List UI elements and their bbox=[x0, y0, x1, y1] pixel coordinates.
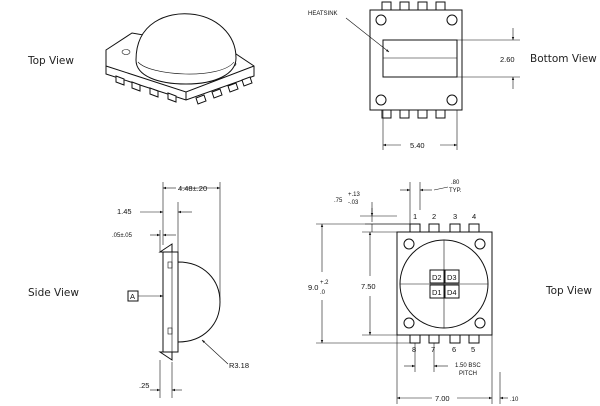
dim-pitch: 1.50 BSC bbox=[455, 363, 481, 369]
dim-top-075: .75 bbox=[334, 198, 343, 204]
bottom-view: Bottom View HEATSINK 2.60 bbox=[308, 1, 597, 150]
diode-label: D3 bbox=[447, 273, 457, 282]
dim-side-25: .25 bbox=[139, 381, 149, 390]
dim-side-05: .05±.05 bbox=[112, 233, 133, 239]
side-view-board bbox=[162, 251, 179, 353]
top-view-2-label: Top View bbox=[545, 285, 592, 297]
iso-dome-rim bbox=[137, 61, 235, 75]
dim-top-075-tol-minus: -.03 bbox=[348, 200, 359, 206]
side-view-pin-top bbox=[158, 243, 173, 253]
top-view-label: Top View bbox=[27, 55, 74, 67]
dim-top-height: 9.0 bbox=[308, 283, 318, 292]
dim-top-height-tol-minus: .0 bbox=[320, 290, 326, 296]
dim-side-overall: 4.48±.20 bbox=[178, 184, 207, 193]
iso-dome bbox=[135, 13, 237, 85]
iso-pins-left bbox=[115, 75, 177, 103]
dim-bottom-height: 2.60 bbox=[500, 55, 515, 64]
pin-number: 2 bbox=[432, 212, 436, 221]
diode-d4 bbox=[444, 284, 460, 299]
heatsink-pad bbox=[382, 39, 458, 78]
dim-bottom-width: 5.40 bbox=[410, 141, 425, 150]
plan-top-view: Top View 1 2 3 4 8 7 6 5 bbox=[308, 180, 592, 404]
bottom-view-label: Bottom View bbox=[530, 53, 597, 65]
pin-number: 1 bbox=[413, 212, 417, 221]
bottom-view-body bbox=[369, 9, 463, 111]
heatsink-callout: HEATSINK bbox=[308, 11, 338, 17]
diode-d2 bbox=[429, 269, 445, 284]
diode-d3 bbox=[444, 269, 460, 284]
diode-label: D1 bbox=[432, 288, 442, 297]
plan-hole bbox=[403, 317, 415, 329]
side-view: Side View A 4.48±.20 1.45 .05±.05 R3.18 bbox=[28, 182, 249, 398]
bottom-view-hole bbox=[446, 14, 458, 26]
plan-hole bbox=[474, 238, 486, 250]
dim-pitch-note: PITCH bbox=[459, 371, 477, 377]
heatsink-leader bbox=[345, 17, 390, 53]
pin-number: 4 bbox=[472, 212, 476, 221]
bottom-view-hole bbox=[446, 94, 458, 106]
dim-top-750: 7.50 bbox=[361, 282, 376, 291]
diode-label: D2 bbox=[432, 273, 442, 282]
dim-top-010: .10 bbox=[510, 397, 519, 403]
dim-side-radius: R3.18 bbox=[229, 361, 249, 370]
side-view-label: Side View bbox=[28, 287, 79, 299]
dim-top-width: 7.00 bbox=[435, 394, 450, 403]
dim-side-145: 1.45 bbox=[117, 207, 132, 216]
iso-hole bbox=[121, 49, 131, 55]
pin-number: 5 bbox=[471, 345, 475, 354]
bottom-view-hole bbox=[375, 94, 387, 106]
pin-number: 8 bbox=[412, 345, 416, 354]
isometric-top-view: Top View bbox=[27, 13, 255, 105]
pin-number: 7 bbox=[431, 345, 435, 354]
bottom-view-hole bbox=[375, 14, 387, 26]
side-view-dome bbox=[177, 261, 221, 343]
side-view-pin-bottom bbox=[158, 351, 173, 361]
dim-top-height-tol-plus: +.2 bbox=[320, 280, 329, 286]
plan-hole bbox=[474, 317, 486, 329]
datum-label: A bbox=[130, 292, 135, 301]
diode-d1 bbox=[429, 284, 445, 299]
pin-number: 6 bbox=[452, 345, 456, 354]
dim-pin-width: .80 bbox=[451, 180, 460, 186]
diode-label: D4 bbox=[447, 288, 457, 297]
dim-top-075-tol-plus: +.13 bbox=[348, 192, 361, 198]
plan-hole bbox=[403, 238, 415, 250]
iso-pins-right bbox=[195, 76, 253, 105]
dim-pin-width-note: TYP. bbox=[449, 188, 462, 194]
pin-number: 3 bbox=[453, 212, 457, 221]
